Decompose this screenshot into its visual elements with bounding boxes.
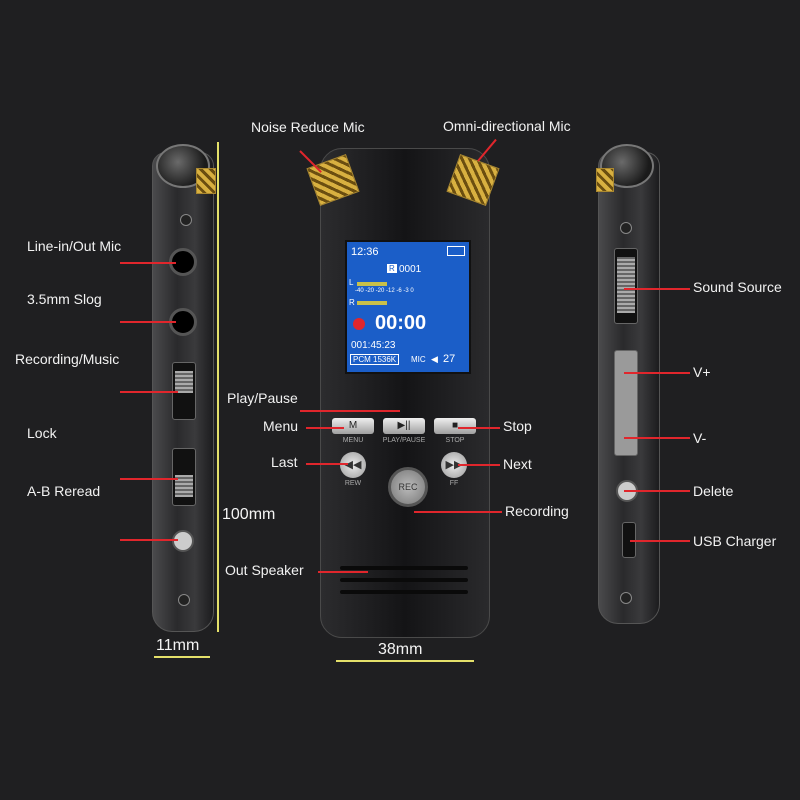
left-mic-cap (156, 144, 210, 188)
label-noise-mic: Noise Reduce Mic (251, 119, 365, 135)
depth-dimension-bar (154, 656, 210, 658)
pointer-delete (624, 490, 690, 492)
track-number: 0001 (399, 264, 422, 275)
left-side-button[interactable] (172, 530, 194, 552)
label-slog: 3.5mm Slog (27, 291, 102, 307)
label-menu: Menu (263, 418, 299, 434)
fast-forward-caption: FF (449, 480, 459, 487)
pointer-out-speaker (318, 571, 368, 573)
label-out-speaker: Out Speaker (225, 562, 304, 578)
record-button[interactable]: REC (388, 467, 428, 507)
left-screw-bottom (178, 594, 190, 606)
screen-source: MIC (411, 355, 426, 364)
label-sound-source: Sound Source (693, 279, 782, 295)
label-ab-reread: A-B Reread (27, 483, 101, 499)
left-mic-grille (196, 168, 216, 194)
screen-volume: 27 (443, 353, 456, 365)
recorder-front (320, 148, 490, 638)
pointer-play-pause (300, 410, 400, 412)
speaker-icon: ◀ (431, 354, 438, 364)
label-line-in: Line-in/Out Mic (27, 238, 122, 254)
stop-button[interactable]: ■ (434, 418, 476, 434)
screen-time: 12:36 (351, 246, 379, 258)
label-play-pause: Play/Pause (227, 390, 298, 406)
sound-source-wheel[interactable] (614, 248, 638, 324)
label-next: Next (503, 456, 532, 472)
level-scale: -40 -20 -20 -12 -6 -3 0 (355, 288, 414, 294)
menu-caption: MENU (342, 437, 364, 444)
channel-right: R (349, 298, 355, 307)
label-delete: Delete (693, 483, 734, 499)
rewind-button[interactable]: ◀◀ (340, 452, 366, 478)
pointer-sound-source (624, 288, 690, 290)
pointer-menu (306, 427, 344, 429)
play-pause-caption: PLAY/PAUSE (382, 437, 426, 444)
channel-left: L (349, 278, 354, 287)
rewind-caption: REW (344, 480, 362, 487)
label-stop: Stop (503, 418, 532, 434)
pointer-recording (414, 511, 502, 513)
label-rec-music: Recording/Music (15, 351, 120, 367)
menu-button[interactable]: M (332, 418, 374, 434)
label-v-minus: V- (693, 430, 707, 446)
pointer-slog (120, 321, 176, 323)
level-meter-r (357, 301, 387, 305)
right-screw-top (620, 222, 632, 234)
depth-dimension: 11mm (156, 637, 200, 654)
battery-icon (447, 246, 465, 256)
play-pause-button[interactable]: ▶|| (383, 418, 425, 434)
height-dimension-bar (217, 142, 219, 632)
right-screw-bottom (620, 592, 632, 604)
label-recording: Recording (505, 503, 569, 519)
label-v-plus: V+ (693, 364, 711, 380)
pointer-ab-reread (120, 478, 178, 480)
label-lock: Lock (27, 425, 57, 441)
pointer-left-button (120, 539, 178, 541)
pointer-last (306, 463, 348, 465)
pointer-next (458, 464, 500, 466)
width-dimension-bar (336, 660, 474, 662)
width-dimension: 38mm (378, 641, 423, 658)
pointer-v-plus (624, 372, 690, 374)
pointer-stop (458, 427, 500, 429)
stop-caption: STOP (445, 437, 465, 444)
volume-rocker[interactable] (614, 350, 638, 456)
rec-indicator-icon (353, 318, 365, 330)
pointer-v-minus (624, 437, 690, 439)
label-omni-mic: Omni-directional Mic (443, 118, 571, 134)
height-dimension: 100mm (222, 506, 276, 523)
lcd-screen: 12:36 R 0001 L -40 -20 -20 -12 -6 -3 0 R… (345, 240, 471, 374)
screen-elapsed: 001:45:23 (351, 340, 396, 351)
speaker-slot-2 (340, 578, 468, 582)
screen-format: PCM 1536K (350, 354, 400, 365)
pointer-usb (630, 540, 690, 542)
screen-counter: 00:00 (375, 312, 427, 334)
label-usb: USB Charger (693, 533, 777, 549)
pointer-line-in (120, 262, 176, 264)
left-screw-top (180, 214, 192, 226)
speaker-slot-1 (340, 566, 468, 570)
right-mic-grille (596, 168, 614, 192)
ab-reread-switch[interactable] (172, 448, 196, 506)
pointer-rec-music (120, 391, 178, 393)
speaker-slot-3 (340, 590, 468, 594)
level-meter-l (357, 282, 387, 286)
track-icon: R (387, 264, 397, 273)
label-last: Last (271, 454, 298, 470)
